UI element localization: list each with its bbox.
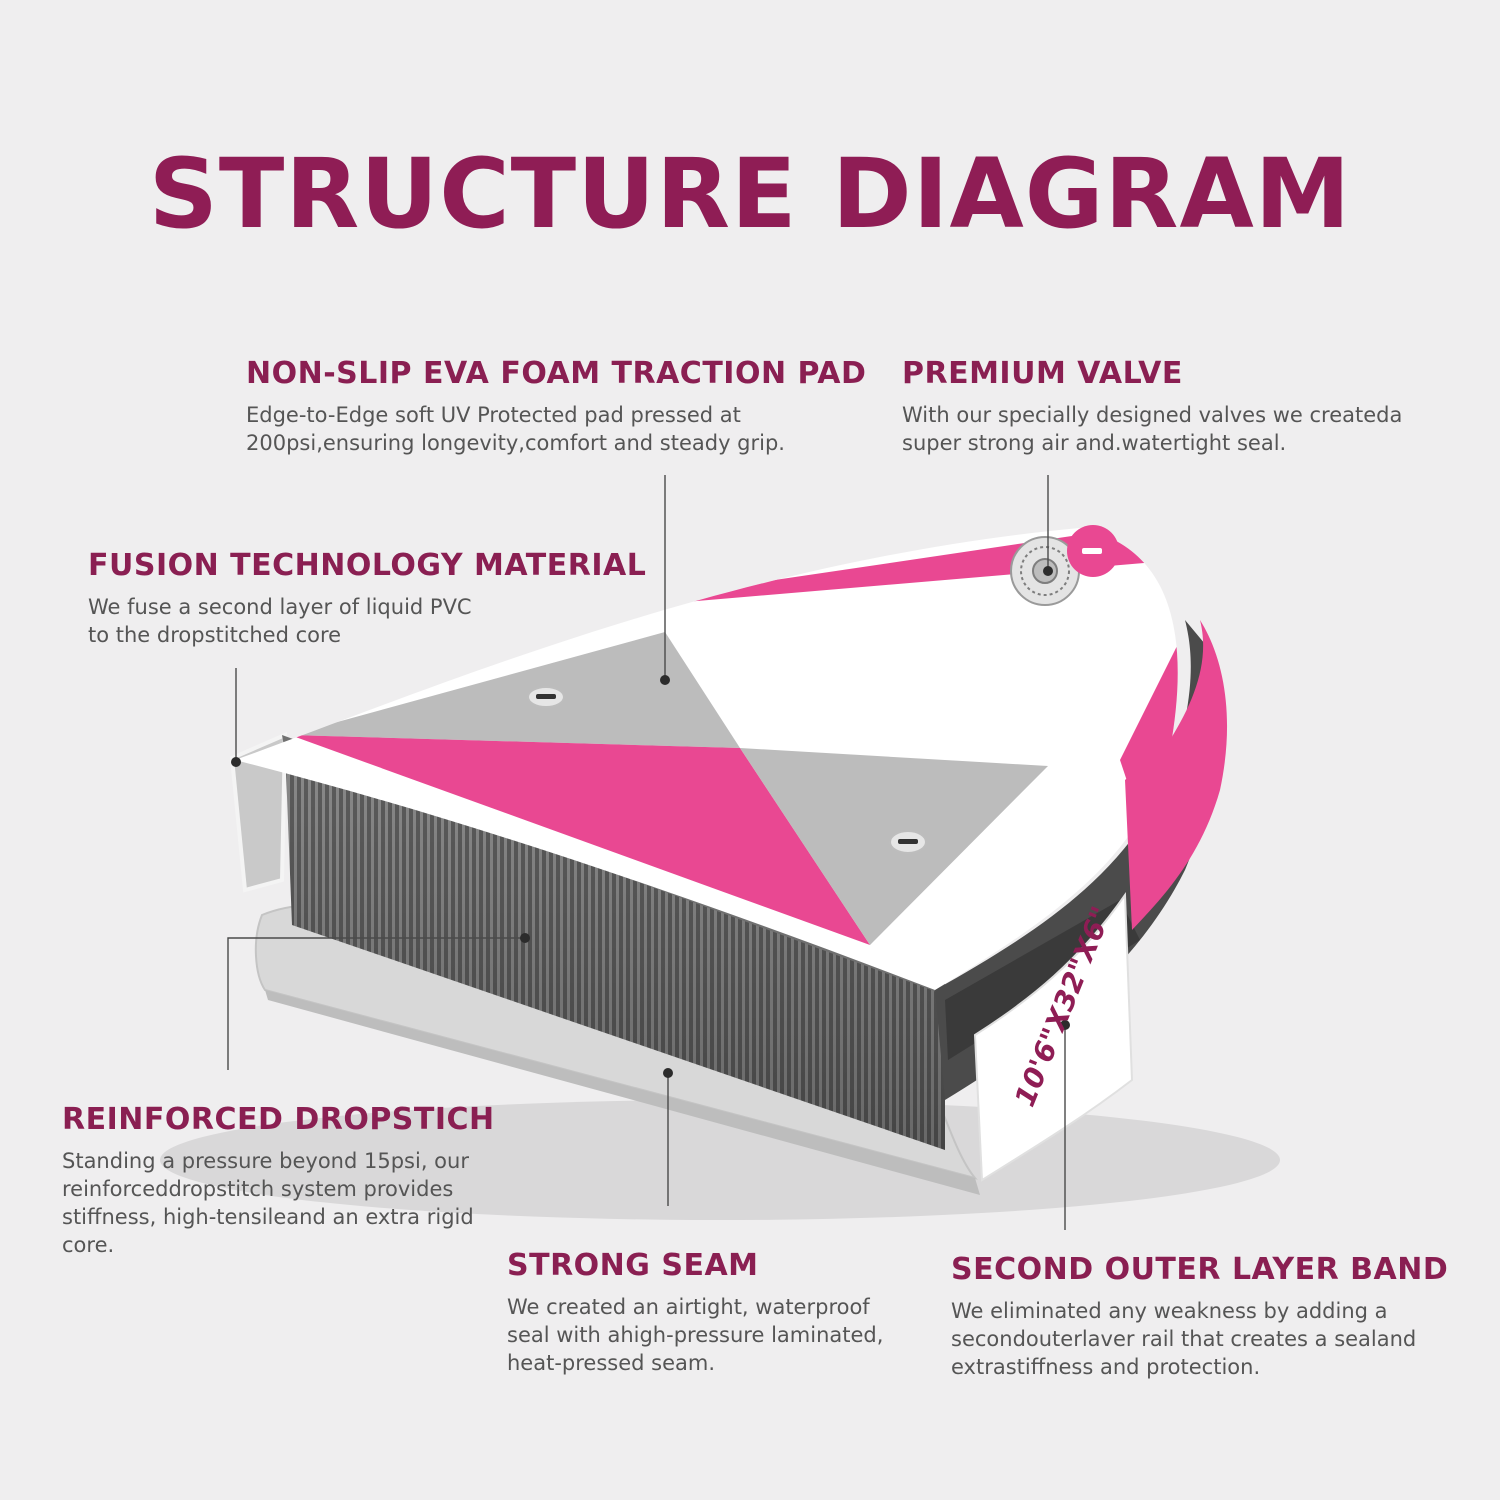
callout-fusion-material: FUSION TECHNOLOGY MATERIAL We fuse a sec… (88, 548, 647, 649)
callout-line: core. (62, 1233, 115, 1257)
deck-pink-rail-stripe (1120, 600, 1178, 790)
callout-strong-seam: STRONG SEAM We created an airtight, wate… (507, 1248, 917, 1377)
callout-body: Standing a pressure beyond 15psi, our re… (62, 1147, 492, 1259)
callout-body: We fuse a second layer of liquid PVC to … (88, 593, 608, 649)
page-title: STRUCTURE DIAGRAM (148, 138, 1352, 250)
callout-outer-layer-band: SECOND OUTER LAYER BAND We eliminated an… (951, 1252, 1471, 1381)
callout-line: heat-pressed seam. (507, 1351, 716, 1375)
callout-line: extrastiffness and protection. (951, 1355, 1261, 1379)
callout-heading: SECOND OUTER LAYER BAND (951, 1252, 1449, 1287)
callout-line: secondouterlaver rail that creates a sea… (951, 1327, 1417, 1351)
dropstitch-core-shade (285, 745, 945, 1150)
outer-rail-band (973, 891, 1134, 1182)
outer-rail-band-pink (1125, 620, 1228, 930)
callout-reinforced-dropstitch: REINFORCED DROPSTICH Standing a pressure… (62, 1102, 495, 1259)
callout-line: Standing a pressure beyond 15psi, our (62, 1149, 469, 1173)
traction-pad-gray-1 (290, 632, 740, 748)
leader-dots (231, 566, 1070, 1078)
callout-line: stiffness, high-tensileand an extra rigi… (62, 1205, 474, 1229)
callout-heading: NON-SLIP EVA FOAM TRACTION PAD (246, 356, 867, 391)
callout-line: We eliminated any weakness by adding a (951, 1299, 1388, 1323)
callout-heading: PREMIUM VALVE (902, 356, 1183, 391)
bottom-layer-edge (265, 990, 980, 1195)
d-ring-2 (889, 830, 927, 854)
callout-line: reinforceddropstitch system provides (62, 1177, 454, 1201)
callout-line: super strong air and.watertight seal. (902, 431, 1287, 455)
d-ring-1 (527, 686, 565, 708)
callout-body: Edge-to-Edge soft UV Protected pad press… (246, 401, 846, 457)
callout-heading: REINFORCED DROPSTICH (62, 1102, 495, 1137)
callout-traction-pad: NON-SLIP EVA FOAM TRACTION PAD Edge-to-E… (246, 356, 867, 457)
callout-line: to the dropstitched core (88, 623, 342, 647)
callout-heading: STRONG SEAM (507, 1248, 759, 1283)
callout-line: 200psi,ensuring longevity,comfort and st… (246, 431, 785, 455)
fusion-layer-side (229, 731, 288, 893)
callout-body: We eliminated any weakness by adding a s… (951, 1297, 1471, 1381)
callout-line: We fuse a second layer of liquid PVC (88, 595, 472, 619)
traction-pad-pink (290, 735, 870, 945)
callout-line: seal with ahigh-pressure laminated, (507, 1323, 884, 1347)
callout-premium-valve: PREMIUM VALVE With our specially designe… (902, 356, 1462, 457)
callout-heading: FUSION TECHNOLOGY MATERIAL (88, 548, 647, 583)
callout-line: Edge-to-Edge soft UV Protected pad press… (246, 403, 741, 427)
leader-lines (227, 475, 1066, 1230)
callout-line: We created an airtight, waterproof (507, 1295, 870, 1319)
callout-line: With our specially designed valves we cr… (902, 403, 1403, 427)
callout-body: With our specially designed valves we cr… (902, 401, 1462, 457)
callout-body: We created an airtight, waterproof seal … (507, 1293, 917, 1377)
